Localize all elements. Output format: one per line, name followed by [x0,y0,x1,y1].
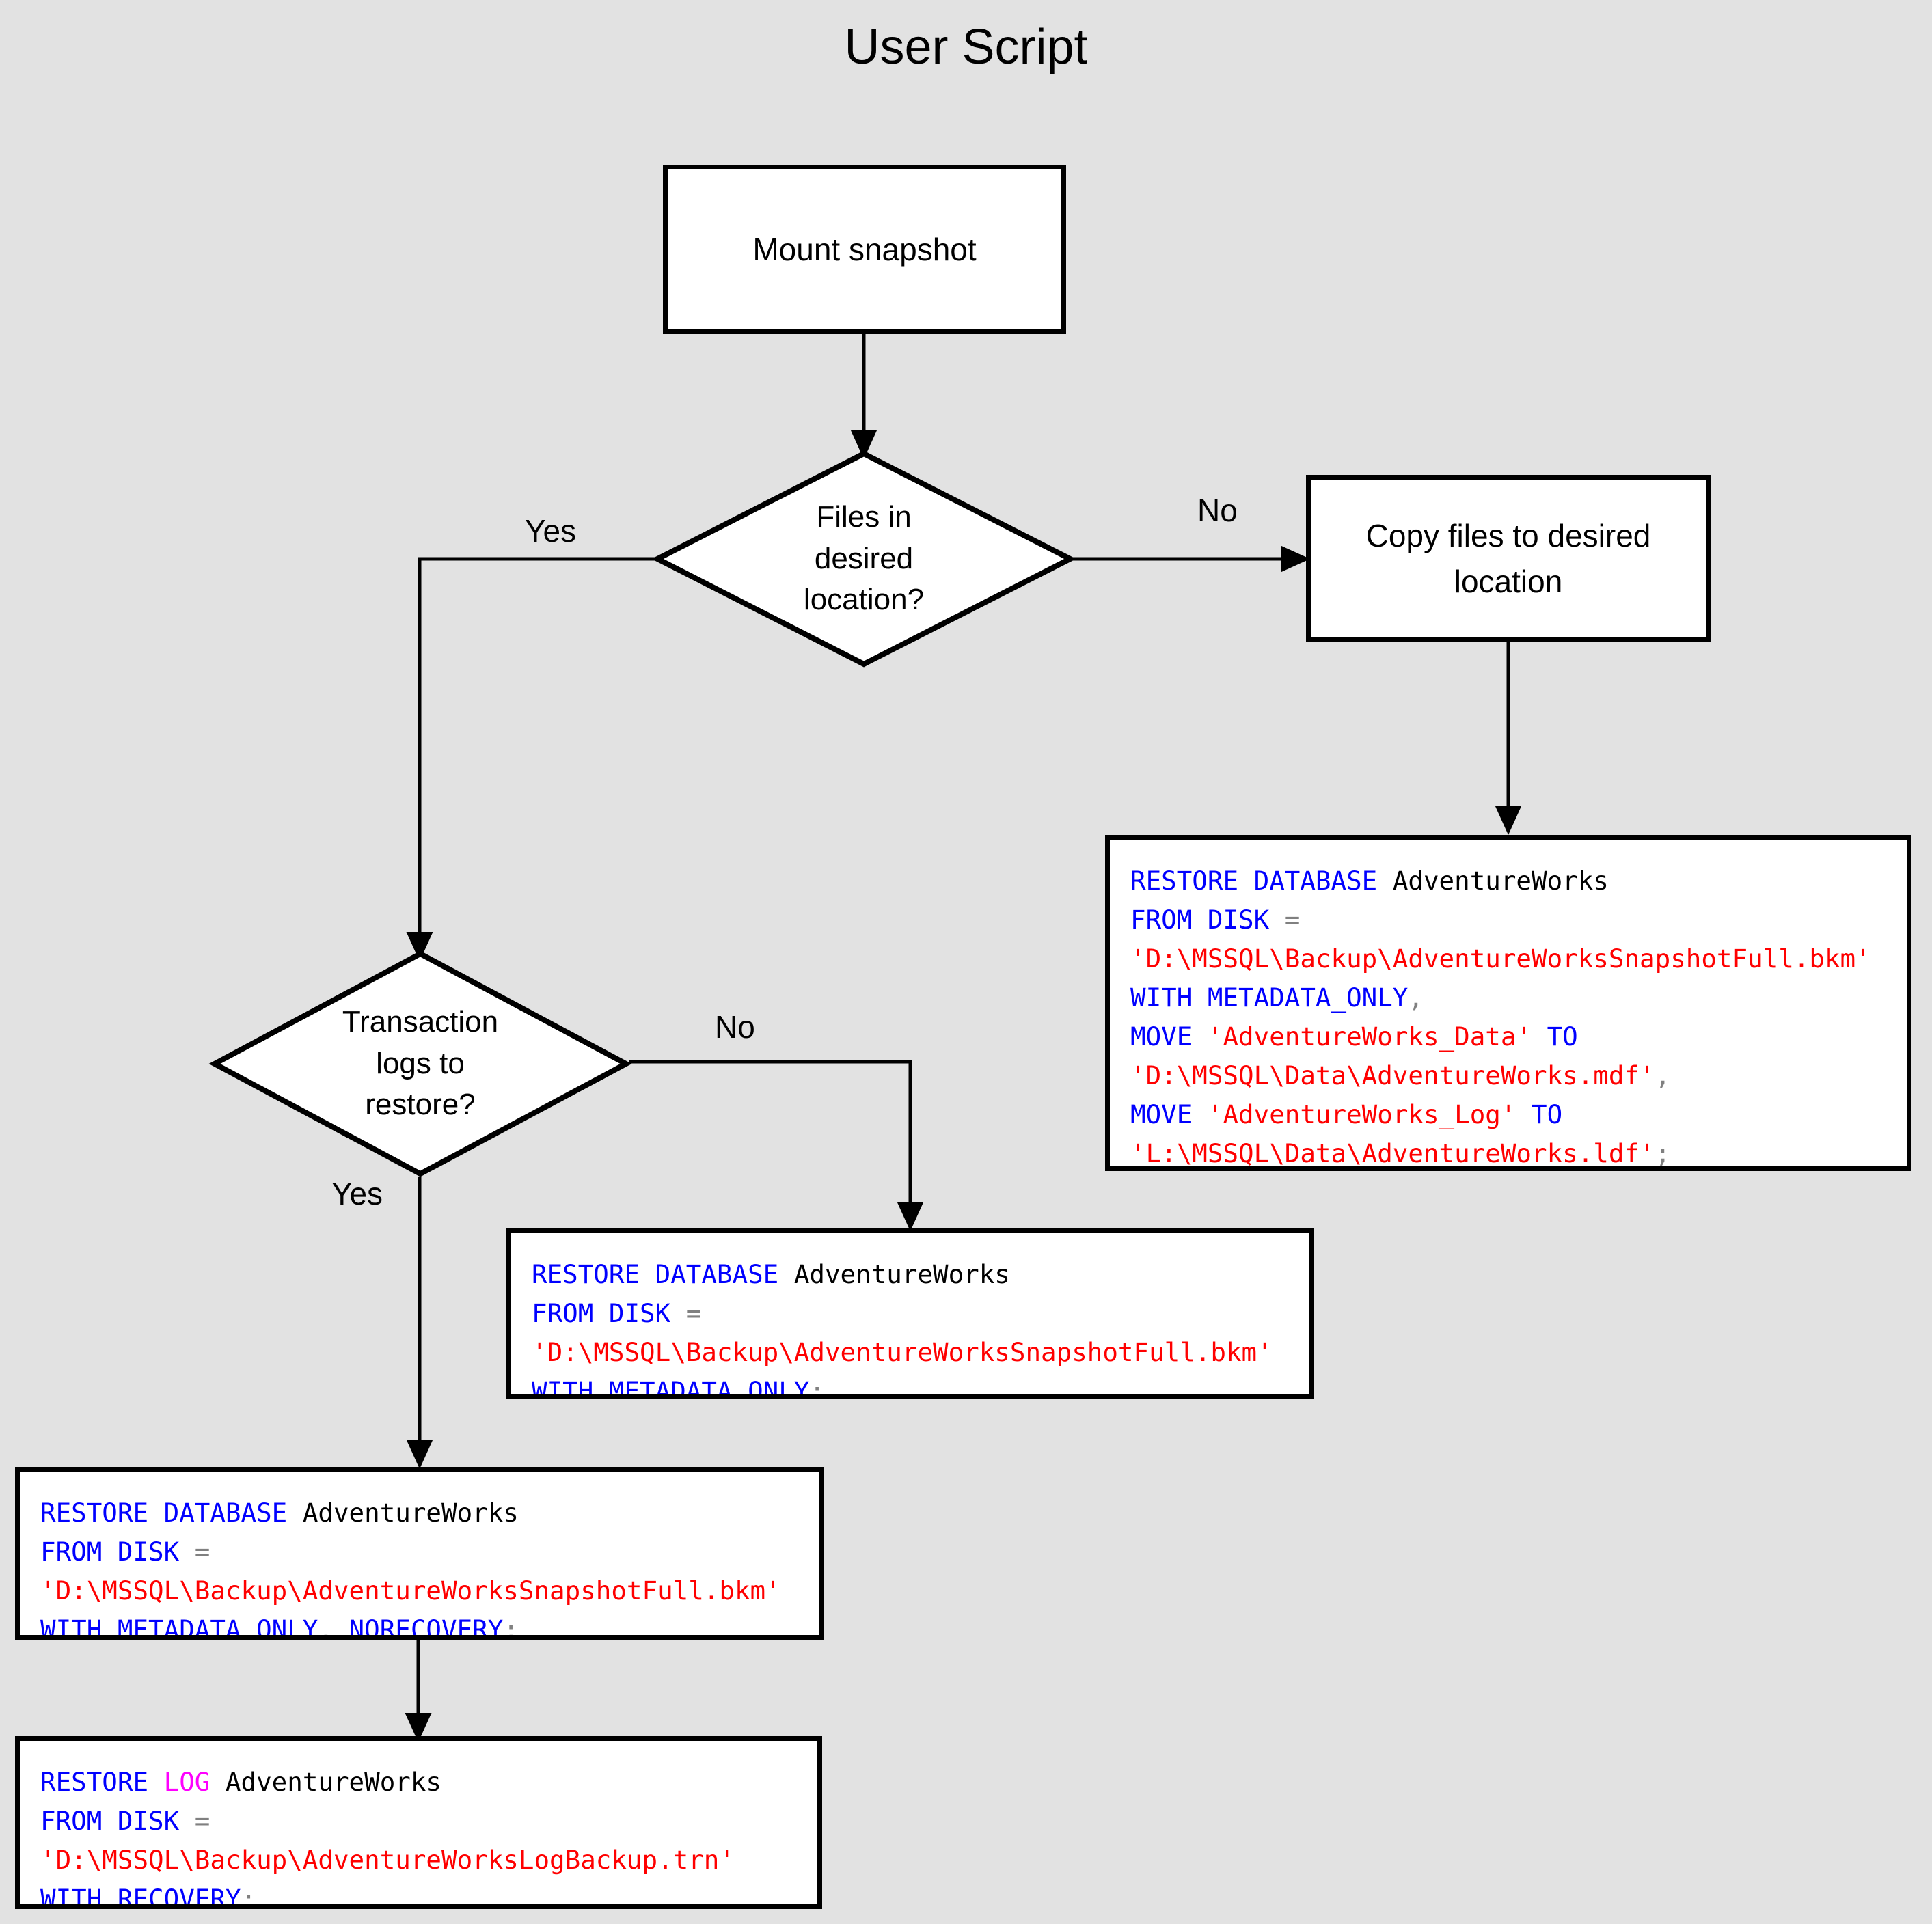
sql-token: = [194,1537,210,1567]
sql-token: ; [809,1376,825,1399]
sql-token: ; [241,1884,257,1909]
sql-line: 'L:\MSSQL\Data\AdventureWorks.ldf'; [1130,1134,1886,1168]
sql-token: AdventureWorks [793,1259,1010,1289]
sql-token: , [318,1614,334,1640]
sql-token: MOVE [1130,1021,1208,1052]
node-transaction-logs[interactable]: Transaction logs to restore? [208,950,632,1177]
sql-line: 'D:\MSSQL\Backup\AdventureWorksSnapshotF… [40,1571,798,1610]
sql-token: WITH METADATA_ONLY [1130,982,1409,1013]
sql-token: 'AdventureWorks_Log' [1207,1099,1516,1129]
sql-line: MOVE 'AdventureWorks_Log' TO [1130,1095,1886,1134]
sql-line: FROM DISK = [40,1802,797,1841]
sql-line: 'D:\MSSQL\Backup\AdventureWorksSnapshotF… [1130,939,1886,978]
node-mount-snapshot-label: Mount snapshot [752,231,977,267]
sql-token: TO [1516,1099,1563,1129]
sql-token: = [1284,905,1301,935]
sql-line: FROM DISK = [1130,901,1886,939]
sql-line: MOVE 'AdventureWorks_Data' TO [1130,1017,1886,1056]
sql-token: , [1655,1060,1671,1090]
edge-label-files-no: No [1197,493,1238,528]
sql-line: FROM DISK = [40,1533,798,1571]
sql-token: , [1408,982,1424,1013]
sql-token: NORECOVERY [333,1614,504,1640]
edge-label-logs-no: No [715,1009,755,1045]
sql-line: 'D:\MSSQL\Data\AdventureWorks.mdf', [1130,1056,1886,1095]
sql-token: 'D:\MSSQL\Backup\AdventureWorksSnapshotF… [532,1337,1273,1367]
sql-token: FROM DISK [40,1537,195,1567]
node-copy-files-label-line-1: Copy files to desired [1365,517,1651,553]
sql-token: ; [503,1614,519,1640]
page-title: User Script [844,20,1088,74]
sql-token: RESTORE DATABASE [40,1498,303,1528]
sql-token: TO [1532,1021,1578,1052]
sql-line: RESTORE LOG AdventureWorks [40,1763,797,1802]
node-mount-snapshot[interactable]: Mount snapshot [663,165,1066,334]
sql-token: FROM DISK [532,1298,686,1328]
sql-line: WITH RECOVERY; [40,1880,797,1909]
diamond-shape [651,450,1076,668]
sql-token: AdventureWorks [302,1498,519,1528]
sql-token: MOVE [1130,1099,1208,1129]
sql-token: 'L:\MSSQL\Data\AdventureWorks.ldf' [1130,1138,1655,1168]
sql-token: RESTORE DATABASE [1130,866,1393,896]
sql-token: ; [1655,1138,1671,1168]
sql-token: FROM DISK [1130,905,1285,935]
sql-token: RESTORE [40,1767,164,1797]
sql-token: 'D:\MSSQL\Backup\AdventureWorksLogBackup… [40,1845,735,1875]
sql-token: = [194,1806,210,1836]
sql-token: = [685,1298,702,1328]
edge-label-logs-yes: Yes [331,1176,383,1211]
sql-token: 'AdventureWorks_Data' [1207,1021,1532,1052]
sql-line: 'D:\MSSQL\Backup\AdventureWorksLogBackup… [40,1841,797,1880]
sql-line: RESTORE DATABASE AdventureWorks [1130,862,1886,901]
sql-line: WITH METADATA_ONLY, NORECOVERY; [40,1610,798,1640]
sql-token: WITH METADATA_ONLY [40,1614,318,1640]
sql-token: LOG [163,1767,210,1797]
sql-token: 'D:\MSSQL\Backup\AdventureWorksSnapshotF… [1130,944,1871,974]
diamond-shape [208,950,632,1177]
sql-line: 'D:\MSSQL\Backup\AdventureWorksSnapshotF… [532,1333,1288,1372]
sql-token: WITH RECOVERY [40,1884,241,1909]
node-files-in-location[interactable]: Files in desired location? [651,450,1076,668]
sql-token: AdventureWorks [1392,866,1609,896]
edge-files-yes [406,557,655,962]
sql-token: FROM DISK [40,1806,195,1836]
sql-line: FROM DISK = [532,1294,1288,1333]
sql-token: 'D:\MSSQL\Data\AdventureWorks.mdf' [1130,1060,1655,1090]
node-copy-files-label-line-2: location [1454,563,1563,599]
edge-logs-no [629,1060,924,1232]
node-copy-files[interactable]: Copy files to desired location [1306,475,1711,642]
sql-token: WITH METADATA_ONLY [532,1376,810,1399]
sql-line: RESTORE DATABASE AdventureWorks [40,1494,798,1533]
sql-line: WITH METADATA_ONLY; [532,1372,1288,1399]
sql-token: 'D:\MSSQL\Backup\AdventureWorksSnapshotF… [40,1576,781,1606]
sql-token: AdventureWorks [210,1767,442,1797]
edge-label-files-yes: Yes [525,513,577,549]
sql-line: RESTORE DATABASE AdventureWorks [532,1255,1288,1294]
sql-line: WITH METADATA_ONLY, [1130,978,1886,1017]
sql-token: RESTORE DATABASE [532,1259,794,1289]
